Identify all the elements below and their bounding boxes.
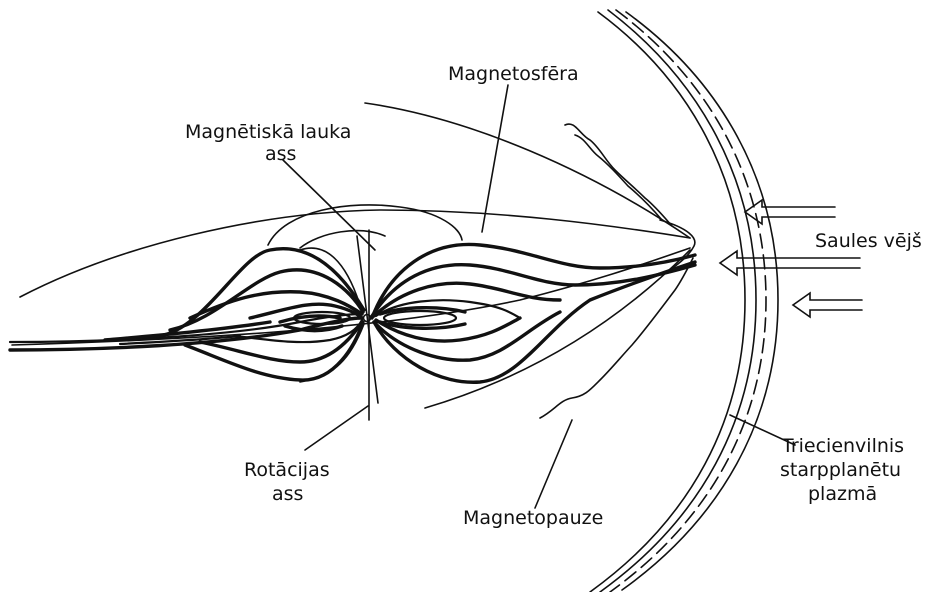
- label-magnetic-axis-2: ass: [265, 143, 296, 165]
- solar-wind-arrow-top-icon: [745, 200, 835, 224]
- label-shock-2: starpplanētu: [780, 459, 901, 481]
- label-shock-1: Triecienvilnis: [781, 435, 904, 457]
- label-solar-wind: Saules vējš: [815, 230, 922, 252]
- pointer-magnetopause: [535, 420, 572, 508]
- upper-inner-loop: [300, 231, 385, 248]
- pointer-rotation-axis: [305, 406, 368, 450]
- label-magnetopause: Magnetopauze: [463, 507, 603, 529]
- label-magnetosphere: Magnetosfēra: [448, 63, 579, 85]
- solar-wind-arrow-bottom-icon: [793, 293, 862, 317]
- solar-wind-arrows: [720, 200, 862, 317]
- label-rotation-axis-2: ass: [272, 483, 303, 505]
- pointer-magnetosphere: [482, 85, 508, 232]
- label-rotation-axis-1: Rotācijas: [244, 459, 330, 481]
- bow-shock: [590, 10, 778, 592]
- label-magnetic-axis-1: Magnētiskā lauka: [185, 121, 351, 143]
- label-shock-3: plazmā: [808, 483, 877, 505]
- solar-wind-arrow-middle-icon: [720, 251, 860, 275]
- tail-field-lines: [10, 249, 364, 380]
